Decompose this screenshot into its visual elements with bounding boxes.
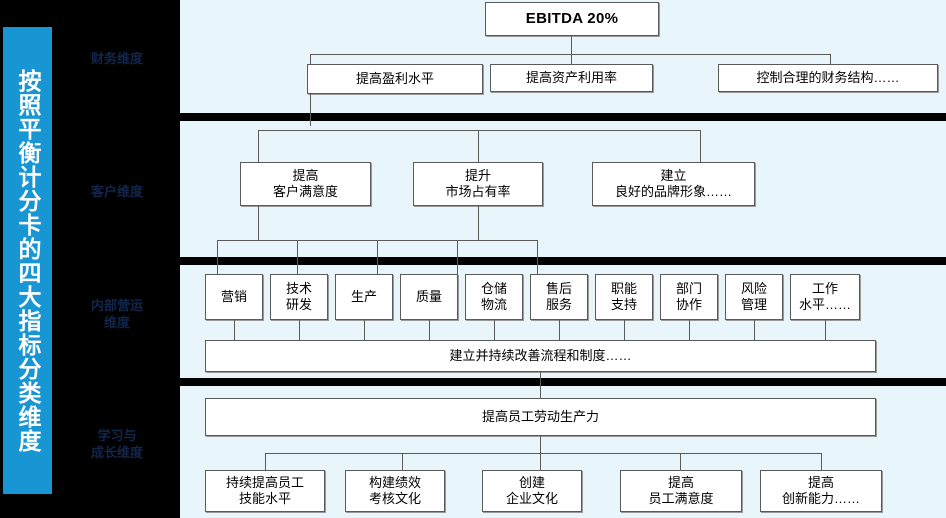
connector-internal-drop-2 <box>297 240 298 274</box>
node-internal-9[interactable]: 风险 管理 <box>725 274 783 320</box>
connector-internal-drop-1 <box>217 240 218 274</box>
diagram-panel: EBITDA 20% 提高盈利水平 提高资产利用率 控制合理的财务结构…… 提高… <box>180 0 946 518</box>
connector-finance-drop-2 <box>571 54 572 68</box>
connector-learning-drop-2 <box>402 453 403 470</box>
connector-internal-stem-4 <box>429 320 430 340</box>
connector-internal-stem-3 <box>364 320 365 340</box>
connector-customer-bus <box>258 130 700 131</box>
connector-internal-stem-6 <box>559 320 560 340</box>
node-customer-2[interactable]: 提升 市场占有率 <box>413 162 543 206</box>
divider-finance-customer <box>180 113 946 121</box>
node-finance-1[interactable]: 提高盈利水平 <box>307 64 483 94</box>
node-learning-5[interactable]: 提高 创新能力…… <box>760 470 882 512</box>
node-customer-3[interactable]: 建立 良好的品牌形象…… <box>592 162 755 206</box>
connector-finance-drop-3 <box>830 54 831 68</box>
connector-customer2-down <box>478 206 479 240</box>
connector-finance-bus <box>310 54 830 55</box>
node-learning-2[interactable]: 构建绩效 考核文化 <box>345 470 445 512</box>
connector-internal-stem-8 <box>689 320 690 340</box>
connector-learning-drop-5 <box>821 453 822 470</box>
node-internal-1[interactable]: 营销 <box>205 274 263 320</box>
connector-internal-stem-7 <box>624 320 625 340</box>
node-internal-10[interactable]: 工作 水平…… <box>790 274 860 320</box>
node-internal-2[interactable]: 技术 研发 <box>270 274 328 320</box>
dimension-label-customer: 客户维度 <box>90 184 143 199</box>
node-internal-5[interactable]: 仓储 物流 <box>465 274 523 320</box>
connector-internal-drop-5 <box>537 240 538 274</box>
node-root-ebitda[interactable]: EBITDA 20% <box>485 2 659 36</box>
node-finance-3[interactable]: 控制合理的财务结构…… <box>718 64 938 92</box>
connector-learning-bus <box>265 453 821 454</box>
node-internal-6[interactable]: 售后 服务 <box>530 274 588 320</box>
node-customer-1[interactable]: 提高 客户满意度 <box>240 162 371 206</box>
dimension-label-internal: 内部营运 维度 <box>90 298 143 330</box>
dimension-label-learning: 学习与 成长维度 <box>90 428 143 460</box>
connector-learning-drop-4 <box>680 453 681 470</box>
connector-finance-drop-1 <box>310 54 311 68</box>
connector-customer-drop-2 <box>478 130 479 162</box>
connector-internal-stem-1 <box>234 320 235 340</box>
connector-internal-stem-10 <box>825 320 826 340</box>
connector-learning-drop-3 <box>540 453 541 470</box>
left-sidebar: 按照平衡计分卡的四大指标分类维度 财务维度 客户维度 内部营运 维度 学习与 成… <box>0 0 180 518</box>
node-learning-4[interactable]: 提高 员工满意度 <box>620 470 742 512</box>
connector-internal-stem-9 <box>754 320 755 340</box>
node-internal-7[interactable]: 职能 支持 <box>595 274 653 320</box>
node-internal-4[interactable]: 质量 <box>400 274 458 320</box>
connector-internal-drop-4 <box>457 240 458 274</box>
connector-root-stem <box>571 36 572 54</box>
connector-internal-stem-2 <box>299 320 300 340</box>
divider-internal-learning <box>180 378 946 386</box>
node-internal-summary[interactable]: 建立并持续改善流程和制度…… <box>205 340 876 372</box>
connector-customer1-down <box>258 206 259 240</box>
connector-learning-drop-1 <box>265 453 266 470</box>
connector-learning-stem <box>540 436 541 453</box>
connector-customer-drop-1 <box>258 130 259 162</box>
node-internal-8[interactable]: 部门 协作 <box>660 274 718 320</box>
vertical-banner: 按照平衡计分卡的四大指标分类维度 <box>3 27 52 494</box>
dimension-label-finance: 财务维度 <box>90 51 143 66</box>
connector-finance-to-customer <box>310 94 311 126</box>
node-learning-header[interactable]: 提高员工劳动生产力 <box>205 398 876 436</box>
divider-customer-internal <box>180 257 946 265</box>
node-learning-3[interactable]: 创建 企业文化 <box>482 470 582 512</box>
connector-internal-to-learning <box>540 372 541 398</box>
node-learning-1[interactable]: 持续提高员工 技能水平 <box>205 470 325 512</box>
connector-customer-drop-3 <box>700 130 701 162</box>
connector-internal-drop-3 <box>377 240 378 274</box>
banner-title: 按照平衡计分卡的四大指标分类维度 <box>15 68 41 453</box>
node-internal-3[interactable]: 生产 <box>335 274 393 320</box>
connector-internal-stem-5 <box>494 320 495 340</box>
node-finance-2[interactable]: 提高资产利用率 <box>490 64 653 92</box>
